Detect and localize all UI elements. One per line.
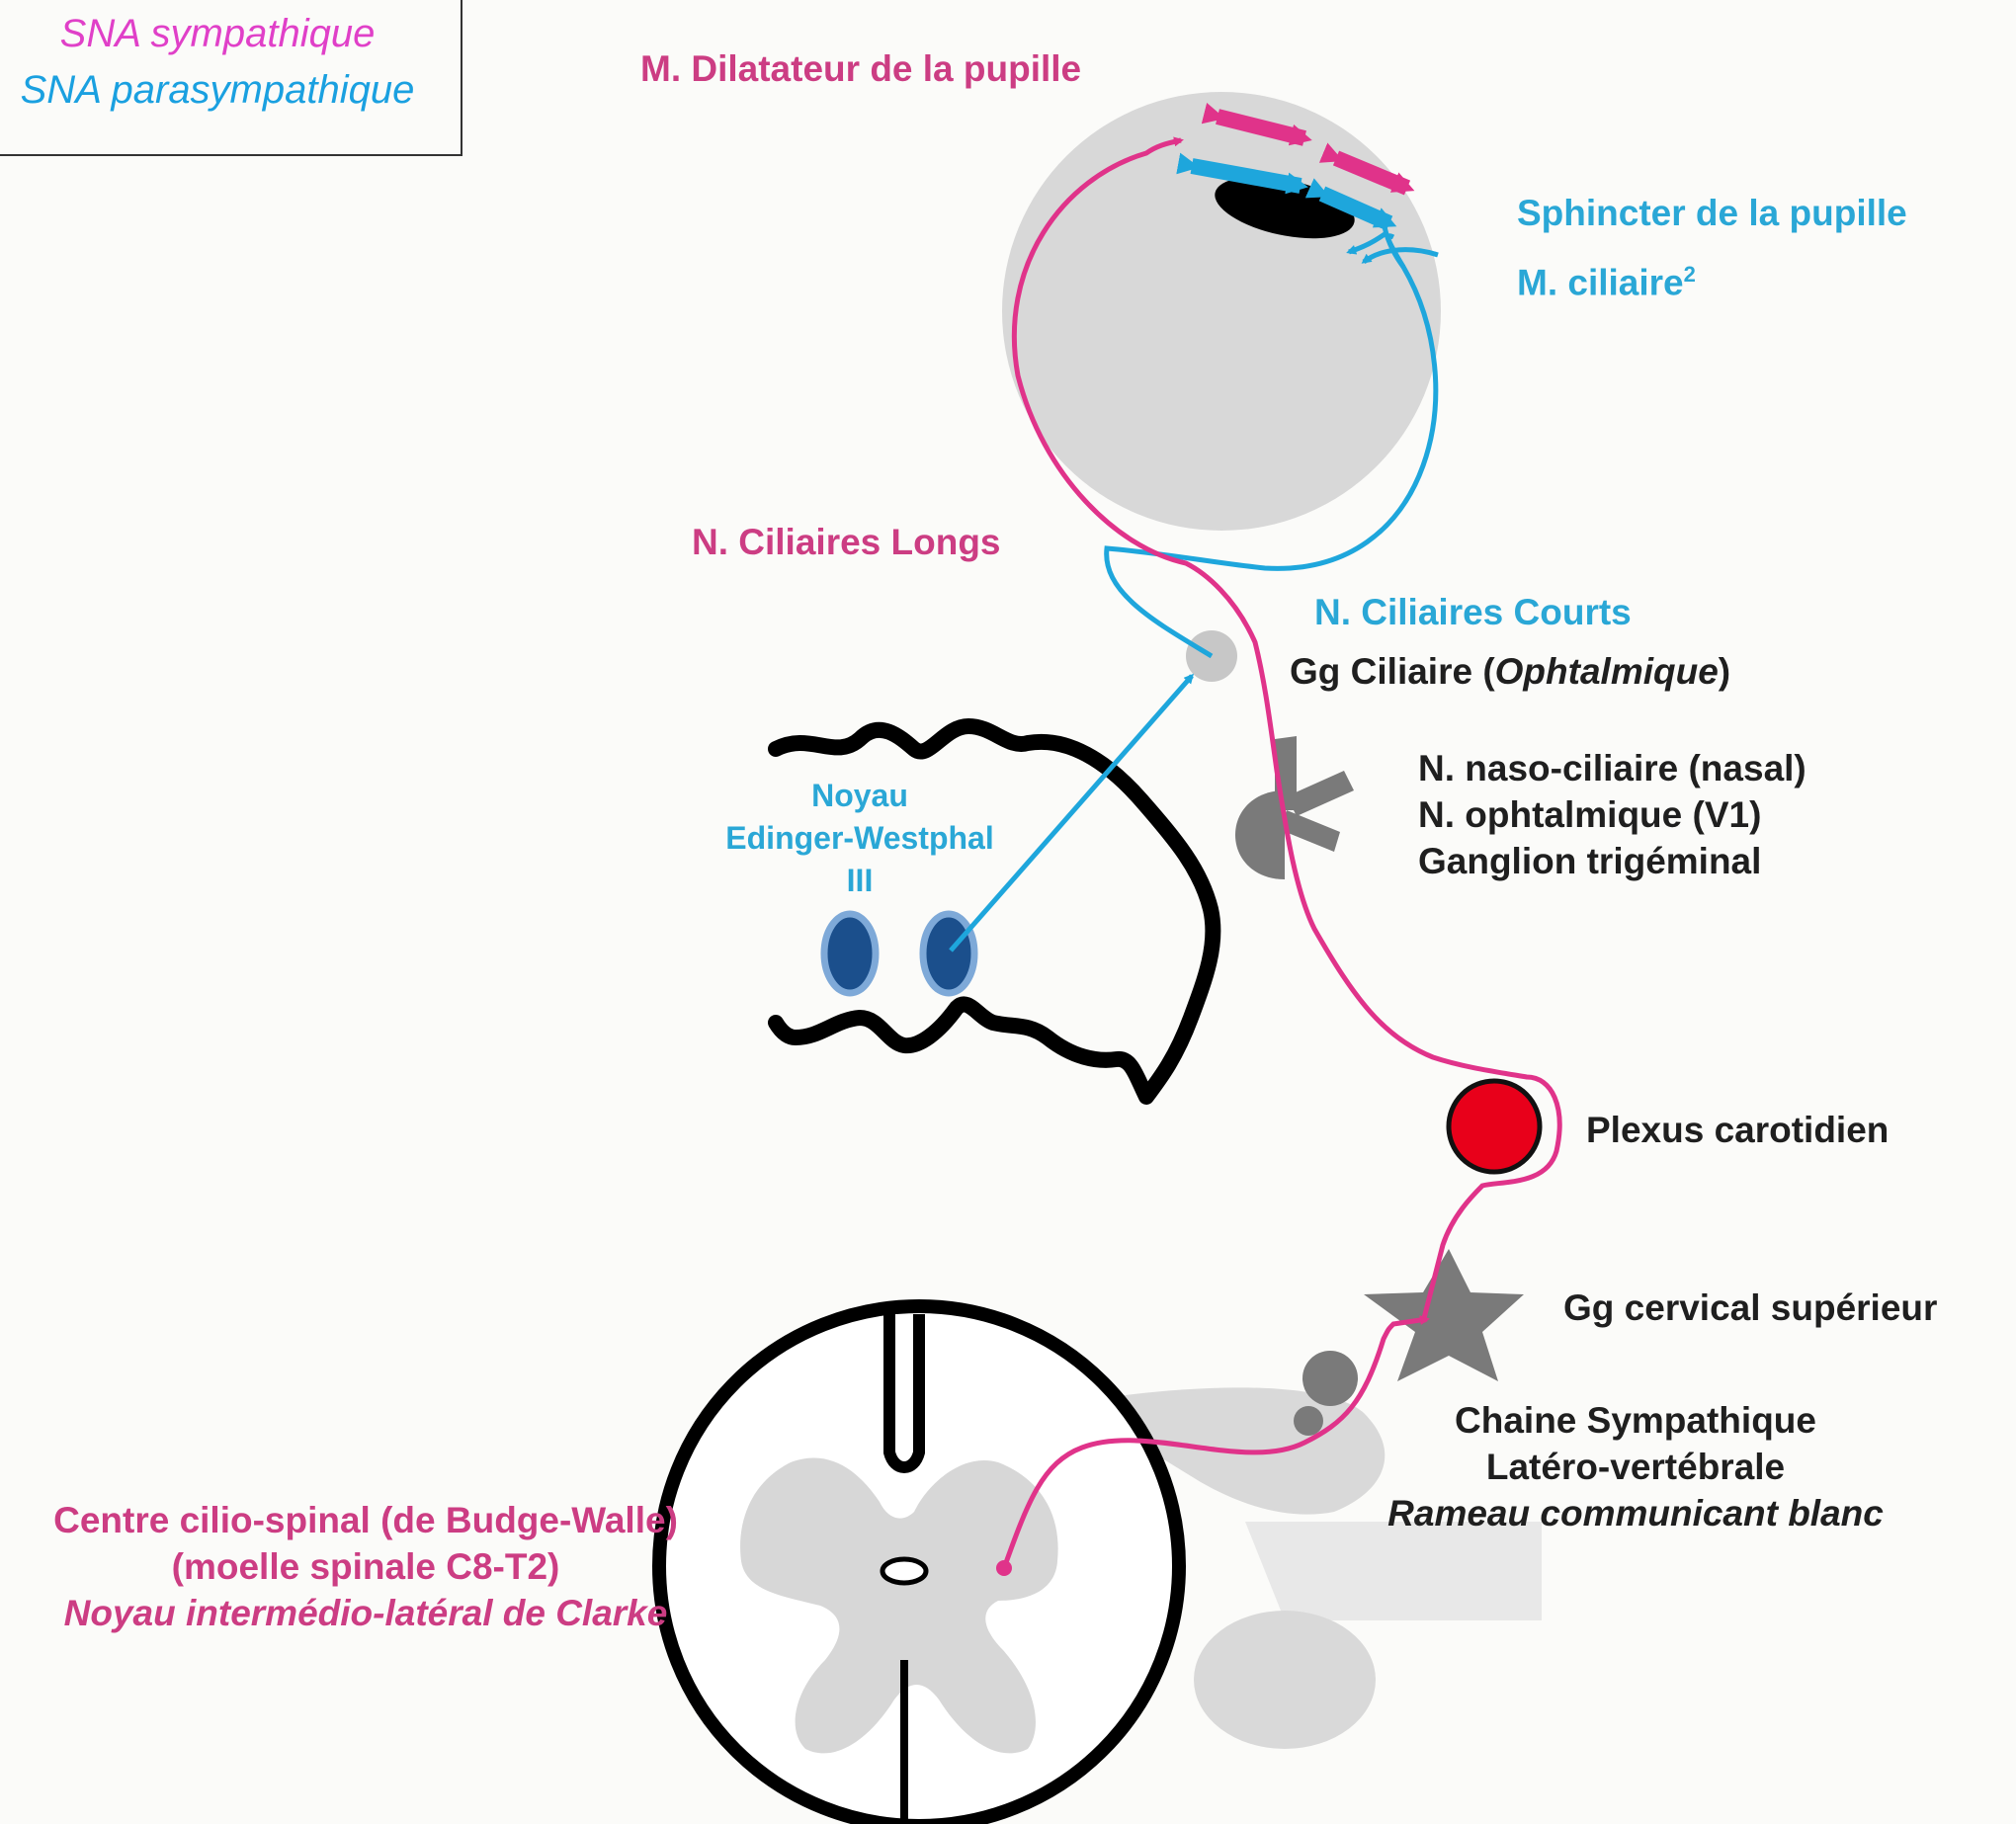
label-rameau: Rameau communicant blanc [1387, 1493, 1884, 1534]
label-chaine-1: Chaine Sympathique [1455, 1400, 1816, 1441]
label-naso-ciliaire: N. naso-ciliaire (nasal) [1418, 748, 1806, 788]
sympathetic-pathway [1001, 136, 1562, 1569]
brainstem-outline [768, 718, 1221, 1105]
eye-globe [1002, 92, 1441, 531]
label-dilatateur: M. Dilatateur de la pupille [640, 48, 1082, 89]
label-plexus: Plexus carotidien [1586, 1110, 1890, 1150]
label-chaine-2: Latéro-vertébrale [1485, 1447, 1786, 1487]
spinal-cord-section [652, 1299, 1542, 1824]
label-centre-2: (moelle spinale C8-T2) [171, 1546, 560, 1587]
label-trigeminal: Ganglion trigéminal [1418, 841, 1762, 881]
legend-box: SNA sympathique SNA parasympathique [0, 0, 462, 156]
sympathetic-chain-ganglion [1294, 1351, 1358, 1436]
label-ciliaire-muscle: M. ciliaire2 [1517, 262, 1696, 303]
sphincter-muscle-arrows [1176, 152, 1397, 231]
label-ciliaires-courts: N. Ciliaires Courts [1314, 592, 1632, 632]
carotid-plexus [1446, 1078, 1543, 1175]
label-gg-ciliaire: Gg Ciliaire (Ophtalmique) [1290, 651, 1731, 692]
label-centre-3: Noyau intermédio-latéral de Clarke [63, 1593, 668, 1633]
superior-cervical-ganglion [1364, 1249, 1524, 1381]
legend-parasympathetic: SNA parasympathique [20, 68, 415, 112]
label-ew-name: Edinger-Westphal [725, 820, 994, 856]
trigeminal-ganglion-structure [1235, 736, 1354, 879]
parasympathetic-pathway [949, 214, 1439, 953]
edinger-westphal-nuclei [820, 910, 978, 997]
legend-sympathetic: SNA sympathique [59, 12, 376, 55]
label-ophtalmique: N. ophtalmique (V1) [1418, 794, 1762, 835]
cilio-spinal-center-dot [996, 1560, 1012, 1576]
label-ew-noyau: Noyau [811, 778, 908, 813]
label-gg-cervical: Gg cervical supérieur [1563, 1287, 1938, 1328]
label-ew-iii: III [846, 863, 874, 898]
label-ciliaires-longs: N. Ciliaires Longs [692, 522, 1001, 562]
label-centre-1: Centre cilio-spinal (de Budge-Walle) [53, 1500, 678, 1540]
label-sphincter: Sphincter de la pupille [1517, 193, 1907, 233]
